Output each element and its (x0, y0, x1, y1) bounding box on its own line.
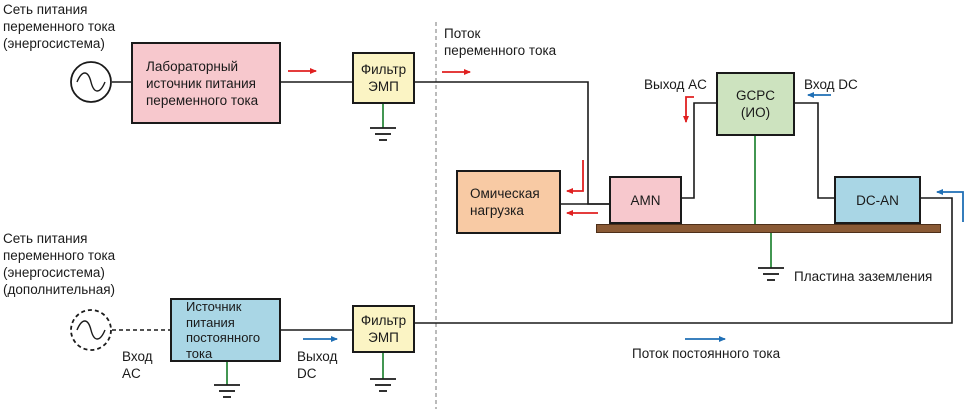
dc-source-label: Источник питания постоянного тока (186, 299, 261, 361)
ac-wires (112, 81, 953, 331)
ac-flow-label: Поток переменного тока (444, 26, 557, 58)
ac-grid-aux-label: Сеть питания переменного тока (энергосис… (3, 231, 116, 297)
lab-ac-source-label: Лабораторный источник питания переменног… (146, 58, 259, 108)
emi-filter-top-block: Фильтр ЭМП (352, 52, 415, 104)
amn-label: AMN (630, 192, 661, 208)
ground-icon (370, 378, 396, 392)
gcpc-block: GCPC (ИО) (716, 72, 795, 136)
emi-filter-bottom-block: Фильтр ЭМП (352, 305, 415, 353)
ac-out-arrow-icon (683, 96, 694, 123)
ac-grid-main-label: Сеть питания переменного тока (энергосис… (3, 2, 116, 51)
dc-an-label: DC-AN (856, 192, 899, 208)
ground-plate (596, 224, 941, 233)
ground-symbols (214, 127, 784, 398)
dc-source-block: Источник питания постоянного тока (170, 298, 281, 362)
ac-out-label: Выход AC (644, 77, 707, 92)
ground-icon (758, 267, 784, 281)
dc-in-label: Вход DC (804, 77, 858, 92)
ac-in-label: Вход AC (122, 349, 153, 381)
ground-icon (214, 384, 240, 398)
emi-filter-top-label: Фильтр ЭМП (360, 62, 407, 94)
gcpc-label: GCPC (ИО) (735, 88, 775, 120)
ground-plate-label: Пластина заземления (794, 269, 933, 284)
dc-an-block: DC-AN (834, 176, 921, 224)
resistive-load-label: Омическая нагрузка (470, 186, 540, 218)
dc-flow-label: Поток постоянного тока (632, 346, 781, 361)
ac-grid-source-icon (70, 61, 112, 103)
resistive-load-block: Омическая нагрузка (456, 170, 561, 234)
dc-to-an-arrow-icon (936, 189, 964, 222)
lab-ac-source-block: Лабораторный источник питания переменног… (131, 42, 281, 124)
ground-icon (370, 127, 396, 141)
emi-filter-bottom-label: Фильтр ЭМП (360, 313, 407, 345)
aux-ac-grid-source-icon (70, 309, 112, 351)
dc-out-label: Выход DC (297, 349, 338, 381)
ac-to-load-arrow-icon (566, 160, 584, 194)
amn-block: AMN (609, 176, 682, 224)
